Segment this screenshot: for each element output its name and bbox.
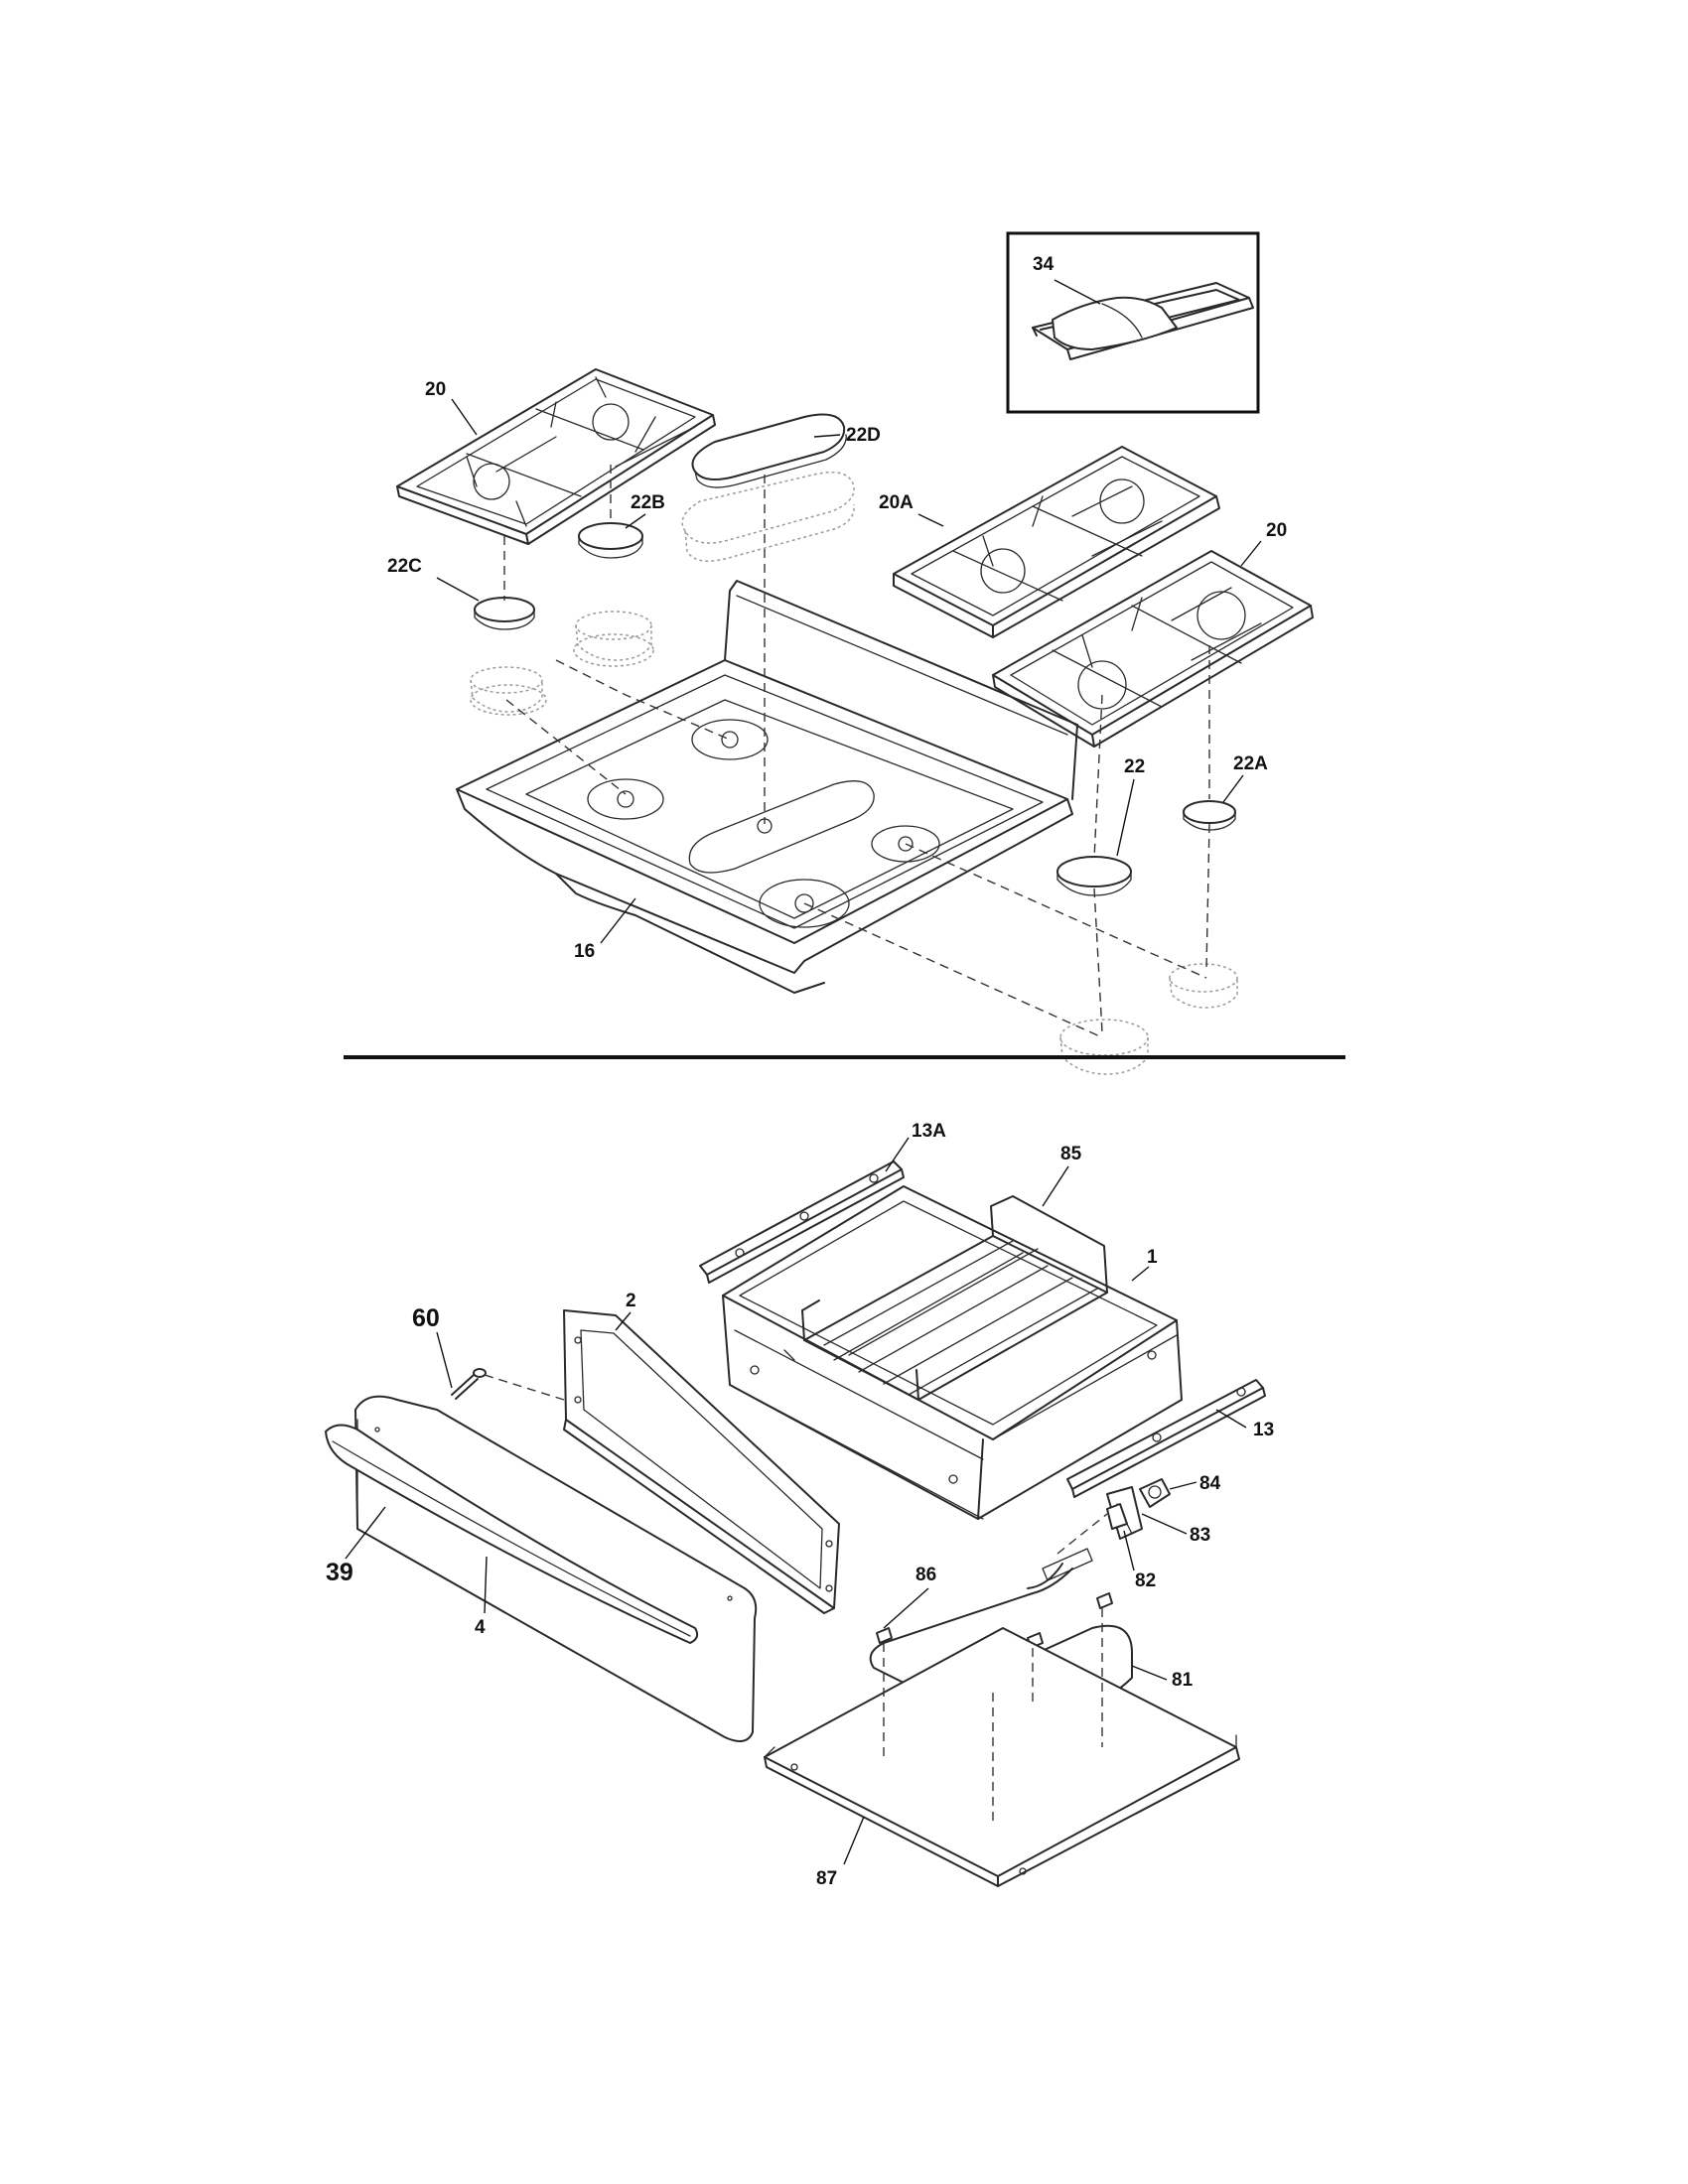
- slide-rail-13A: [699, 1160, 905, 1284]
- label-13: 13: [1253, 1420, 1274, 1440]
- grate-part-20-right: [992, 550, 1314, 748]
- cooktop-burner-openings: [587, 719, 940, 928]
- alignment-lines-cooktop: [503, 465, 1210, 1038]
- slide-rail-13: [1066, 1379, 1266, 1498]
- label-87: 87: [816, 1868, 837, 1889]
- label-60: 60: [412, 1304, 440, 1332]
- label-22C: 22C: [387, 556, 422, 577]
- rack-part-85: [801, 1195, 1108, 1401]
- label-85: 85: [1060, 1144, 1082, 1164]
- griddle-part-34: [1032, 282, 1254, 360]
- label-13A: 13A: [912, 1121, 946, 1142]
- label-22A: 22A: [1233, 753, 1268, 774]
- burner-cap-22C: [470, 597, 543, 713]
- label-22: 22: [1124, 756, 1145, 777]
- grate-part-20A: [893, 446, 1220, 638]
- griddle-inset-box: [1006, 231, 1260, 414]
- leader-lines: [345, 279, 1262, 1865]
- label-16: 16: [574, 941, 595, 962]
- alignment-lines-drawer: [484, 1374, 1108, 1827]
- label-20-right: 20: [1266, 520, 1287, 541]
- terminal-part-82: [1106, 1503, 1128, 1530]
- label-1: 1: [1147, 1247, 1158, 1268]
- label-4: 4: [475, 1617, 486, 1638]
- label-20A: 20A: [879, 492, 914, 513]
- label-22D: 22D: [846, 425, 881, 446]
- burner-cap-22B: [575, 522, 652, 661]
- label-83: 83: [1190, 1525, 1210, 1546]
- label-84: 84: [1199, 1473, 1221, 1494]
- bottom-panel-part-87: [764, 1627, 1240, 1887]
- part-labels: 34 20 22D 22B 22C 20A 20 22 22A 16 13A 8…: [326, 254, 1287, 1889]
- sensor-part-84: [1139, 1478, 1171, 1508]
- burner-cap-22D: [681, 413, 855, 562]
- label-34: 34: [1033, 254, 1055, 275]
- screw-part-60: [451, 1368, 487, 1400]
- door-panel-part-2: [563, 1309, 840, 1614]
- grate-part-20-left: [396, 368, 716, 545]
- door-handle-part-39: [325, 1424, 699, 1644]
- label-20-left: 20: [425, 379, 446, 400]
- burner-heads-upper: [470, 633, 654, 716]
- label-86: 86: [915, 1565, 936, 1585]
- label-39: 39: [326, 1559, 353, 1586]
- drawer-body-part-1: [722, 1185, 1183, 1520]
- label-81: 81: [1172, 1670, 1194, 1691]
- cooktop-part-16: [456, 580, 1078, 994]
- burner-cap-22A: [1183, 800, 1236, 831]
- label-82: 82: [1135, 1570, 1156, 1591]
- label-22B: 22B: [631, 492, 665, 513]
- label-2: 2: [626, 1291, 636, 1311]
